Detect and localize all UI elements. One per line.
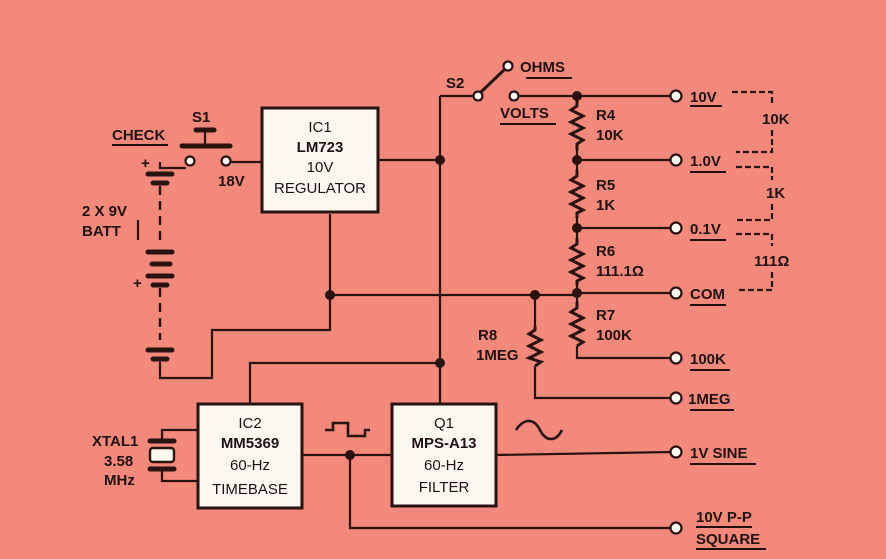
terminal-1meg [669,391,683,405]
ic2-part: MM5369 [221,435,279,452]
ic2-ref: IC2 [238,415,261,432]
r6-ref: R6 [596,243,615,260]
range-brackets [732,90,774,292]
ic2-box [196,402,304,510]
ohms-label: OHMS [520,59,565,76]
r8-ref: R8 [478,327,497,344]
junctions [325,91,582,460]
terminal-label-com: COM [690,286,725,303]
r7-ref: R7 [596,307,615,324]
q1-box [390,402,498,508]
s2-switch [472,60,520,102]
supply-18v-label: 18V [218,173,245,190]
battery-plus-1: + [141,155,150,172]
terminal-label-0-1v: 0.1V [690,221,721,238]
bracket-label-111-ohm: 111Ω [754,253,789,270]
r7-resistor [567,302,587,348]
r4-resistor [567,100,587,150]
sine-wave-icon [514,419,564,441]
s2-ref-label: S2 [446,75,464,92]
square-wave-icon [325,421,370,438]
battery-label-2: BATT [82,223,121,240]
bracket-label-1k: 1K [766,185,785,202]
r4-value: 10K [596,127,624,144]
check-label: CHECK [112,127,166,144]
ic2-line3: 60-Hz [230,457,270,474]
r5-value: 1K [596,197,615,214]
volts-label: VOLTS [500,105,549,122]
battery-symbol [136,171,175,362]
ic1-ref: IC1 [308,119,331,136]
battery-plus-2: + [133,275,142,292]
r8-resistor [525,326,545,368]
resistors [525,100,587,368]
r4-ref: R4 [596,107,616,124]
xtal-ref: XTAL1 [92,433,138,450]
terminal-100k [669,351,683,365]
terminal-square [669,521,683,535]
terminal-label-1meg: 1MEG [688,391,731,408]
terminal-label-1v-sine: 1V SINE [690,445,748,462]
r6-value: 111.1Ω [596,263,644,280]
s1-pushbutton [179,127,233,167]
crystal-symbol [147,438,177,472]
bracket-label-10k: 10K [762,111,790,128]
ic2-line4: TIMEBASE [212,481,288,498]
s1-ref-label: S1 [192,109,210,126]
xtal-freq: 3.58 [104,453,133,470]
r5-resistor [567,170,587,218]
terminal-label-1v: 1.0V [690,153,721,170]
terminal-10v [669,89,683,103]
r6-resistor [567,238,587,285]
ic1-line3: 10V [307,159,334,176]
r5-ref: R5 [596,177,615,194]
ic1-box [260,106,380,214]
terminal-com [669,286,683,300]
q1-line4: FILTER [419,479,470,496]
battery-label-1: 2 X 9V [82,203,127,220]
terminal-label-square: SQUARE [696,531,760,548]
q1-line3: 60-Hz [424,457,464,474]
terminal-0-1v [669,221,683,235]
terminal-1v-sine [669,445,683,459]
terminal-label-10v: 10V [690,89,717,106]
r8-value: 1MEG [476,347,519,364]
terminal-labels: 10V 1.0V 0.1V COM 100K 1MEG 1V SINE 10V … [688,89,766,550]
q1-part: MPS-A13 [411,435,476,452]
output-terminals [669,89,683,535]
terminal-label-100k: 100K [690,351,726,368]
ic1-line4: REGULATOR [274,180,366,197]
terminal-label-10v-pp: 10V P-P [696,509,752,526]
xtal-unit: MHz [104,472,135,489]
ic1-part: LM723 [297,139,344,156]
q1-ref: Q1 [434,415,454,432]
terminal-1v [669,153,683,167]
r7-value: 100K [596,327,632,344]
